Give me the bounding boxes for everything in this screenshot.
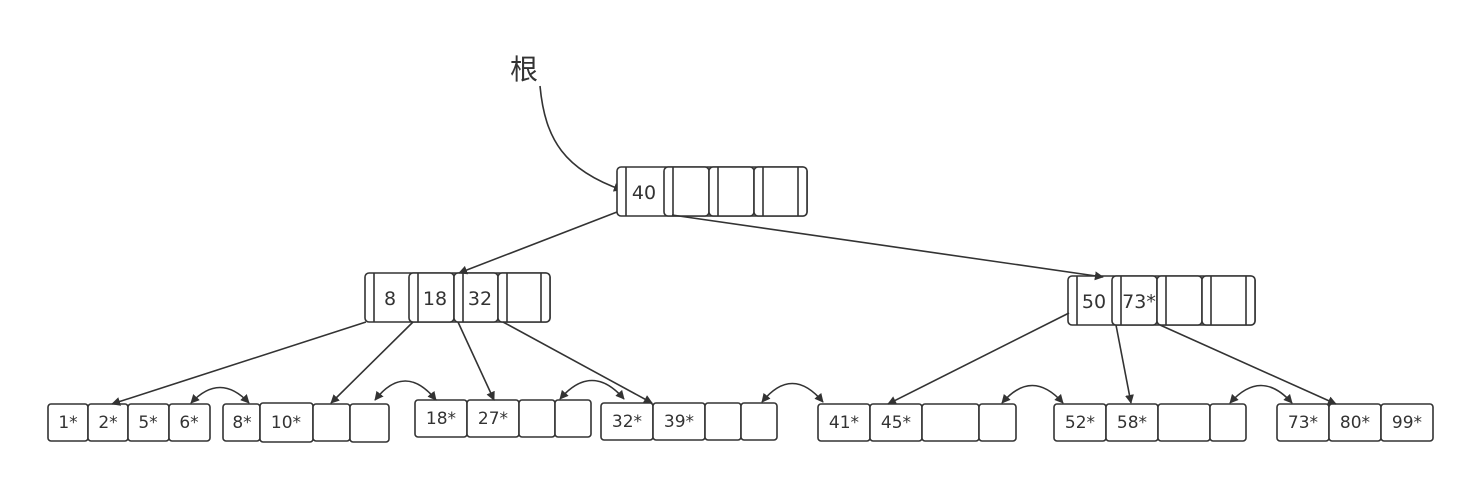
leaf-key: 39* [664, 412, 694, 432]
edge-left-to-leaf-4 [502, 321, 653, 404]
leaf-key: 27* [478, 409, 508, 429]
leaf-node-1: 1* 2* 5* 6* [47, 403, 211, 442]
leaf-key: 5* [138, 413, 157, 433]
left-key-cell-4 [497, 272, 551, 323]
right-key-2: 73* [1122, 291, 1156, 313]
sibling-link-6-7 [1229, 384, 1293, 404]
left-key-2: 18 [423, 288, 447, 310]
leaf-cell [978, 403, 1017, 442]
leaf-cell [921, 403, 980, 442]
leaf-cell [518, 399, 556, 438]
root-key: 40 [632, 182, 656, 204]
leaf-key: 58* [1117, 413, 1147, 433]
edge-right-to-leaf-7 [1159, 324, 1337, 405]
sibling-link-3-4 [559, 379, 625, 400]
leaf-node-2: 8* 10* [222, 402, 390, 443]
root-key-cell-2 [663, 166, 710, 217]
root-node: 40 [616, 166, 808, 217]
leaf-cell [1380, 403, 1434, 442]
left-key-3: 32 [468, 288, 492, 310]
leaf-cell [1157, 403, 1211, 442]
sibling-link-5-6 [1001, 384, 1064, 404]
leaf-cell [740, 402, 778, 441]
edge-right-to-leaf-6 [1115, 324, 1134, 404]
root-key-cell-3 [708, 166, 755, 217]
leaf-node-6: 52* 58* [1053, 403, 1247, 442]
internal-node-right: 50 73* [1067, 275, 1256, 326]
leaf-node-7: 73* 80* 99* [1276, 403, 1434, 442]
right-key-cell-4 [1201, 275, 1256, 326]
internal-node-left: 8 18 32 [364, 272, 551, 323]
leaf-cell [1209, 403, 1247, 442]
root-key-cell-4 [753, 166, 808, 217]
leaf-key: 99* [1392, 413, 1422, 433]
leaf-cell [554, 399, 592, 438]
sibling-link-1-2 [190, 386, 250, 404]
edge-left-to-leaf-3 [457, 321, 495, 401]
leaf-key: 18* [426, 409, 456, 429]
leaf-key: 32* [612, 412, 642, 432]
leaf-key: 10* [271, 413, 301, 433]
leaf-key: 6* [179, 413, 198, 433]
sibling-link-2-3 [374, 380, 437, 401]
leaf-key: 41* [829, 413, 859, 433]
edge-root-to-left [458, 211, 618, 275]
root-label: 根 [510, 53, 538, 86]
right-key-1: 50 [1082, 291, 1106, 313]
leaf-key: 1* [58, 413, 77, 433]
leaf-node-4: 32* 39* [600, 402, 778, 441]
leaf-cell [168, 403, 211, 442]
leaf-key: 80* [1340, 413, 1370, 433]
leaf-node-5: 41* 45* [817, 403, 1017, 442]
edge-left-to-leaf-2 [330, 321, 414, 404]
leaf-cell [349, 403, 390, 443]
leaf-key: 45* [881, 413, 911, 433]
leaf-key: 8* [232, 413, 251, 433]
leaf-node-3: 18* 27* [414, 399, 592, 438]
leaf-key: 52* [1065, 413, 1095, 433]
leaf-cell [312, 403, 351, 442]
leaf-key: 2* [98, 413, 117, 433]
left-key-1: 8 [384, 288, 396, 310]
right-key-cell-3 [1156, 275, 1203, 326]
edge-left-to-leaf-1 [111, 321, 367, 406]
leaf-cell [704, 402, 742, 441]
edge-root-to-right [671, 214, 1104, 281]
sibling-link-4-5 [761, 382, 824, 403]
leaf-key: 73* [1288, 413, 1318, 433]
edge-right-to-leaf-5 [887, 312, 1070, 405]
root-pointer-arrow [539, 85, 623, 192]
